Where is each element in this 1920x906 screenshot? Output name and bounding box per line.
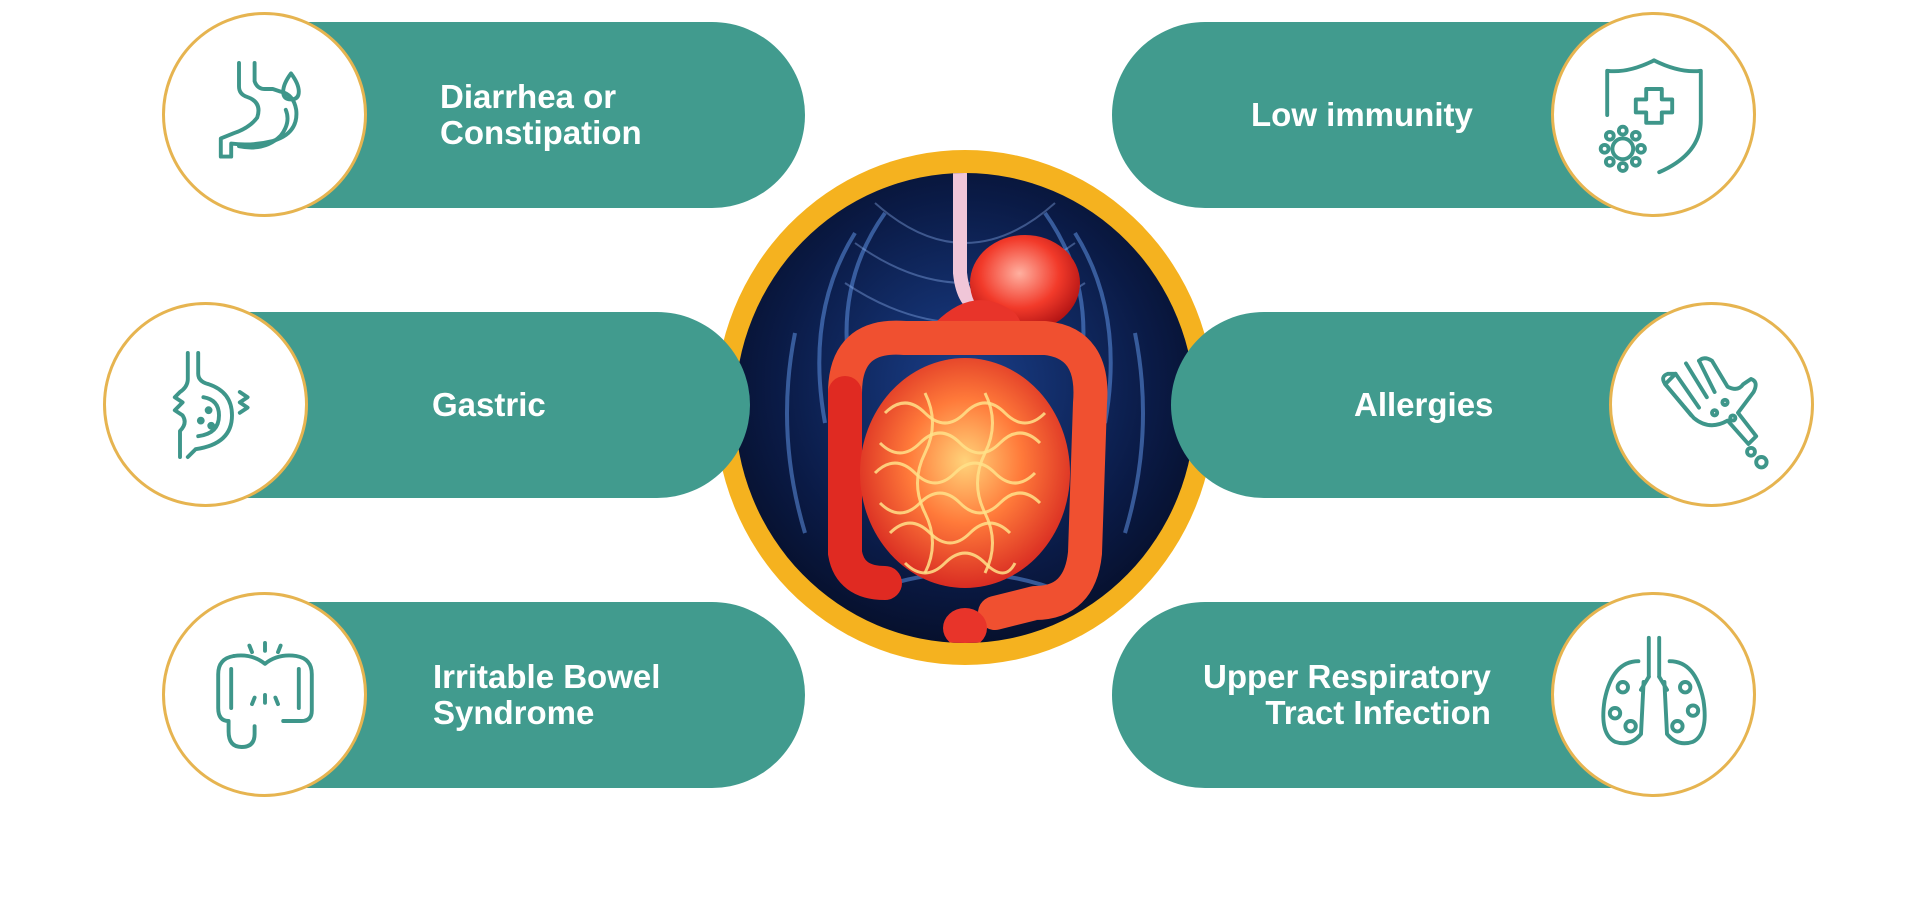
item-respiratory: Upper Respiratory Tract Infection (1112, 602, 1632, 788)
ring-respiratory (1551, 592, 1756, 797)
digestive-system-image (715, 150, 1215, 665)
digestive-system-drawing (785, 172, 1145, 643)
stomach-icon (218, 60, 301, 159)
ring-ibs (162, 592, 367, 797)
item-label: Diarrhea or Constipation (440, 78, 642, 151)
item-ibs: Irritable Bowel Syndrome (285, 602, 805, 788)
rash-hand-icon (1660, 355, 1769, 469)
item-gastric: Gastric (225, 312, 750, 498)
ring-diarrhea (162, 12, 367, 217)
lungs-icon (1600, 635, 1707, 745)
ring-allergies (1609, 302, 1814, 507)
item-label: Upper Respiratory Tract Infection (1203, 658, 1491, 731)
item-low-immunity: Low immunity (1112, 22, 1632, 208)
item-label: Low immunity (1251, 96, 1473, 133)
item-label: Gastric (432, 386, 546, 423)
shield-cross-icon (1598, 57, 1703, 174)
digestive-system-illustration (735, 172, 1195, 643)
item-label: Allergies (1354, 386, 1494, 423)
ring-immunity (1551, 12, 1756, 217)
gastric-reflux-icon (172, 350, 250, 459)
intestine-icon (215, 640, 314, 749)
item-allergies: Allergies (1171, 312, 1691, 498)
ring-gastric (103, 302, 308, 507)
item-diarrhea-constipation: Diarrhea or Constipation (285, 22, 805, 208)
item-label: Irritable Bowel Syndrome (433, 658, 661, 731)
